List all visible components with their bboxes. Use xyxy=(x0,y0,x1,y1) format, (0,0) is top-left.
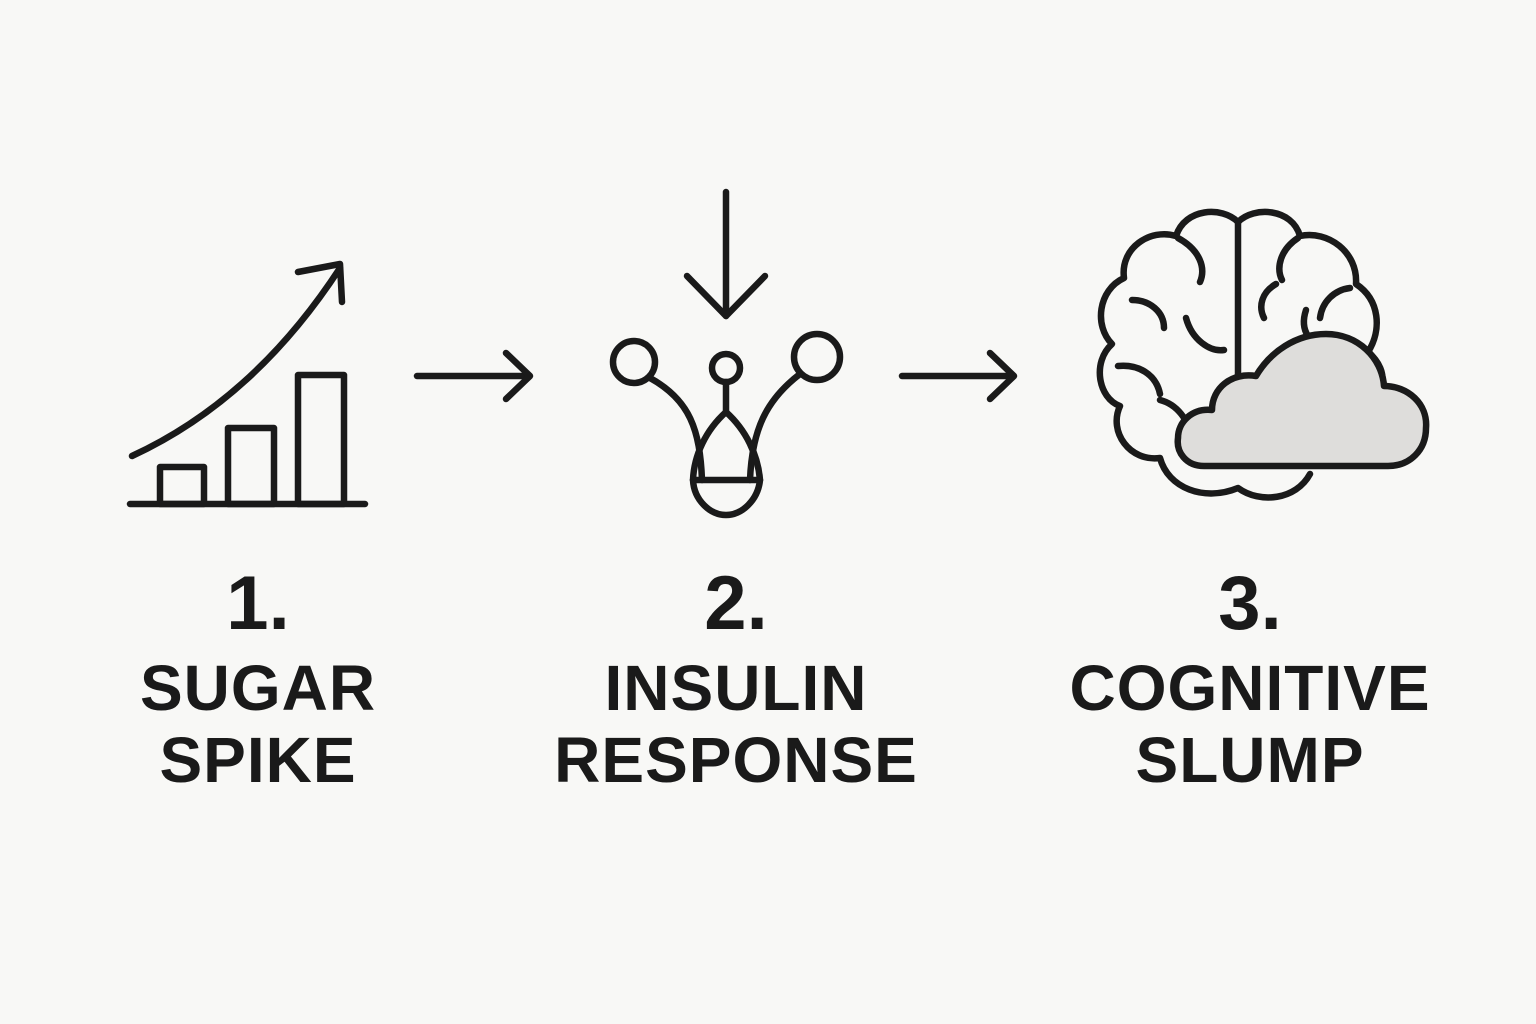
step-3-title-line1: COGNITIVE xyxy=(1069,652,1431,724)
step-1-number: 1. xyxy=(226,561,290,646)
step-2-number: 2. xyxy=(704,561,768,646)
step-3-title: COGNITIVE SLUMP xyxy=(1040,652,1460,796)
step-3-title-line2: SLUMP xyxy=(1135,724,1365,796)
right-arrow-icon xyxy=(898,349,1018,403)
brain-fog-cloud-icon xyxy=(1096,208,1430,501)
step-2-title-line1: INSULIN xyxy=(604,652,868,724)
rising-bar-chart-icon xyxy=(126,260,369,508)
step-1-title: SUGAR SPIKE xyxy=(48,652,468,796)
right-arrow-icon xyxy=(413,349,534,403)
step-3-number: 3. xyxy=(1218,561,1282,646)
step-2-title: INSULIN RESPONSE xyxy=(526,652,946,796)
step-1-title-line2: SPIKE xyxy=(159,724,357,796)
step-2-title-line2: RESPONSE xyxy=(554,724,918,796)
insulin-molecule-icon xyxy=(609,188,844,519)
step-1-title-line1: SUGAR xyxy=(139,652,377,724)
